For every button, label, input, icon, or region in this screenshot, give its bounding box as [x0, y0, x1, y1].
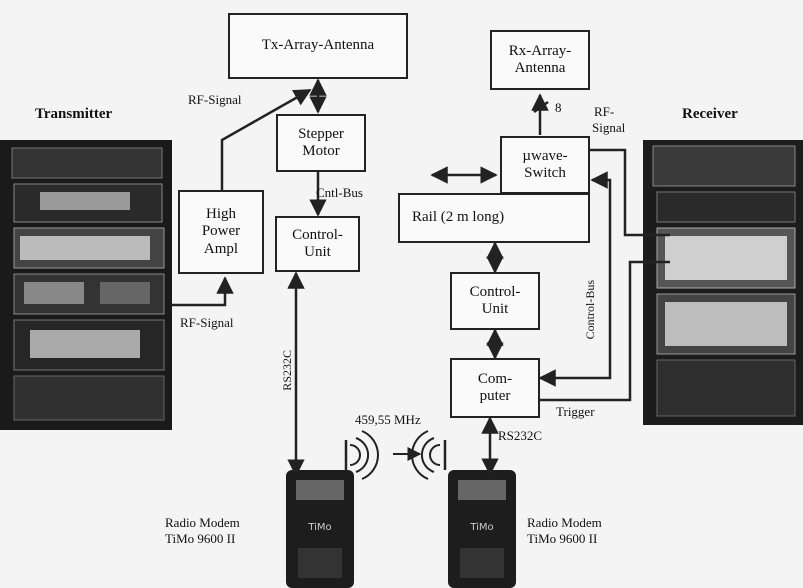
frequency-label: 459,55 MHz — [355, 412, 421, 428]
rx-antenna-label-1: Rx-Array- — [509, 43, 571, 60]
stepper-motor-box: Stepper Motor — [276, 114, 366, 172]
rf-signal-bottom-label: RF-Signal — [180, 315, 233, 331]
rail-box: Rail (2 m long) — [398, 193, 590, 243]
rf-signal-right-label-1: RF- — [594, 104, 614, 120]
control-bus-label: Control-Bus — [583, 280, 598, 339]
hpa-label-1: High — [206, 206, 236, 223]
computer-box: Com- puter — [450, 358, 540, 418]
uwave-switch-box: µwave- Switch — [500, 136, 590, 194]
computer-label-1: Com- — [478, 371, 512, 388]
transmitter-label: Transmitter — [35, 106, 112, 123]
switch-count-label: 8 — [555, 100, 562, 116]
control-unit-right-box: Control- Unit — [450, 272, 540, 330]
cu-left-label-1: Control- — [292, 227, 343, 244]
rs232c-vertical-label: RS232C — [280, 350, 295, 391]
modem-left-label-1: Radio Modem — [165, 515, 240, 531]
hpa-label-2: Power — [202, 223, 240, 240]
cntl-bus-label: Cntl-Bus — [316, 185, 363, 201]
trigger-label: Trigger — [556, 404, 595, 420]
tx-array-antenna-box: Tx-Array-Antenna — [228, 13, 408, 79]
rx-array-antenna-box: Rx-Array- Antenna — [490, 30, 590, 90]
cu-right-label-2: Unit — [482, 301, 509, 318]
stepper-label-1: Stepper — [298, 126, 344, 143]
uwave-label-1: µwave- — [522, 148, 567, 165]
rs232c-right-label: RS232C — [498, 428, 542, 444]
high-power-ampl-box: High Power Ampl — [178, 190, 264, 274]
stepper-label-2: Motor — [302, 143, 340, 160]
cu-right-label-1: Control- — [470, 284, 521, 301]
tx-array-antenna-label: Tx-Array-Antenna — [262, 37, 374, 54]
rx-antenna-label-2: Antenna — [515, 60, 566, 77]
modem-right-label-1: Radio Modem — [527, 515, 602, 531]
rf-signal-top-label: RF-Signal — [188, 92, 241, 108]
modem-left-label-2: TiMo 9600 II — [165, 531, 235, 547]
hpa-label-3: Ampl — [204, 241, 238, 258]
computer-label-2: puter — [480, 388, 511, 405]
control-unit-left-box: Control- Unit — [275, 216, 360, 272]
rail-label: Rail (2 m long) — [412, 209, 504, 226]
modem-right-label-2: TiMo 9600 II — [527, 531, 597, 547]
rf-signal-right-label-2: Signal — [592, 120, 625, 136]
receiver-label: Receiver — [682, 106, 738, 123]
uwave-label-2: Switch — [524, 165, 566, 182]
cu-left-label-2: Unit — [304, 244, 331, 261]
